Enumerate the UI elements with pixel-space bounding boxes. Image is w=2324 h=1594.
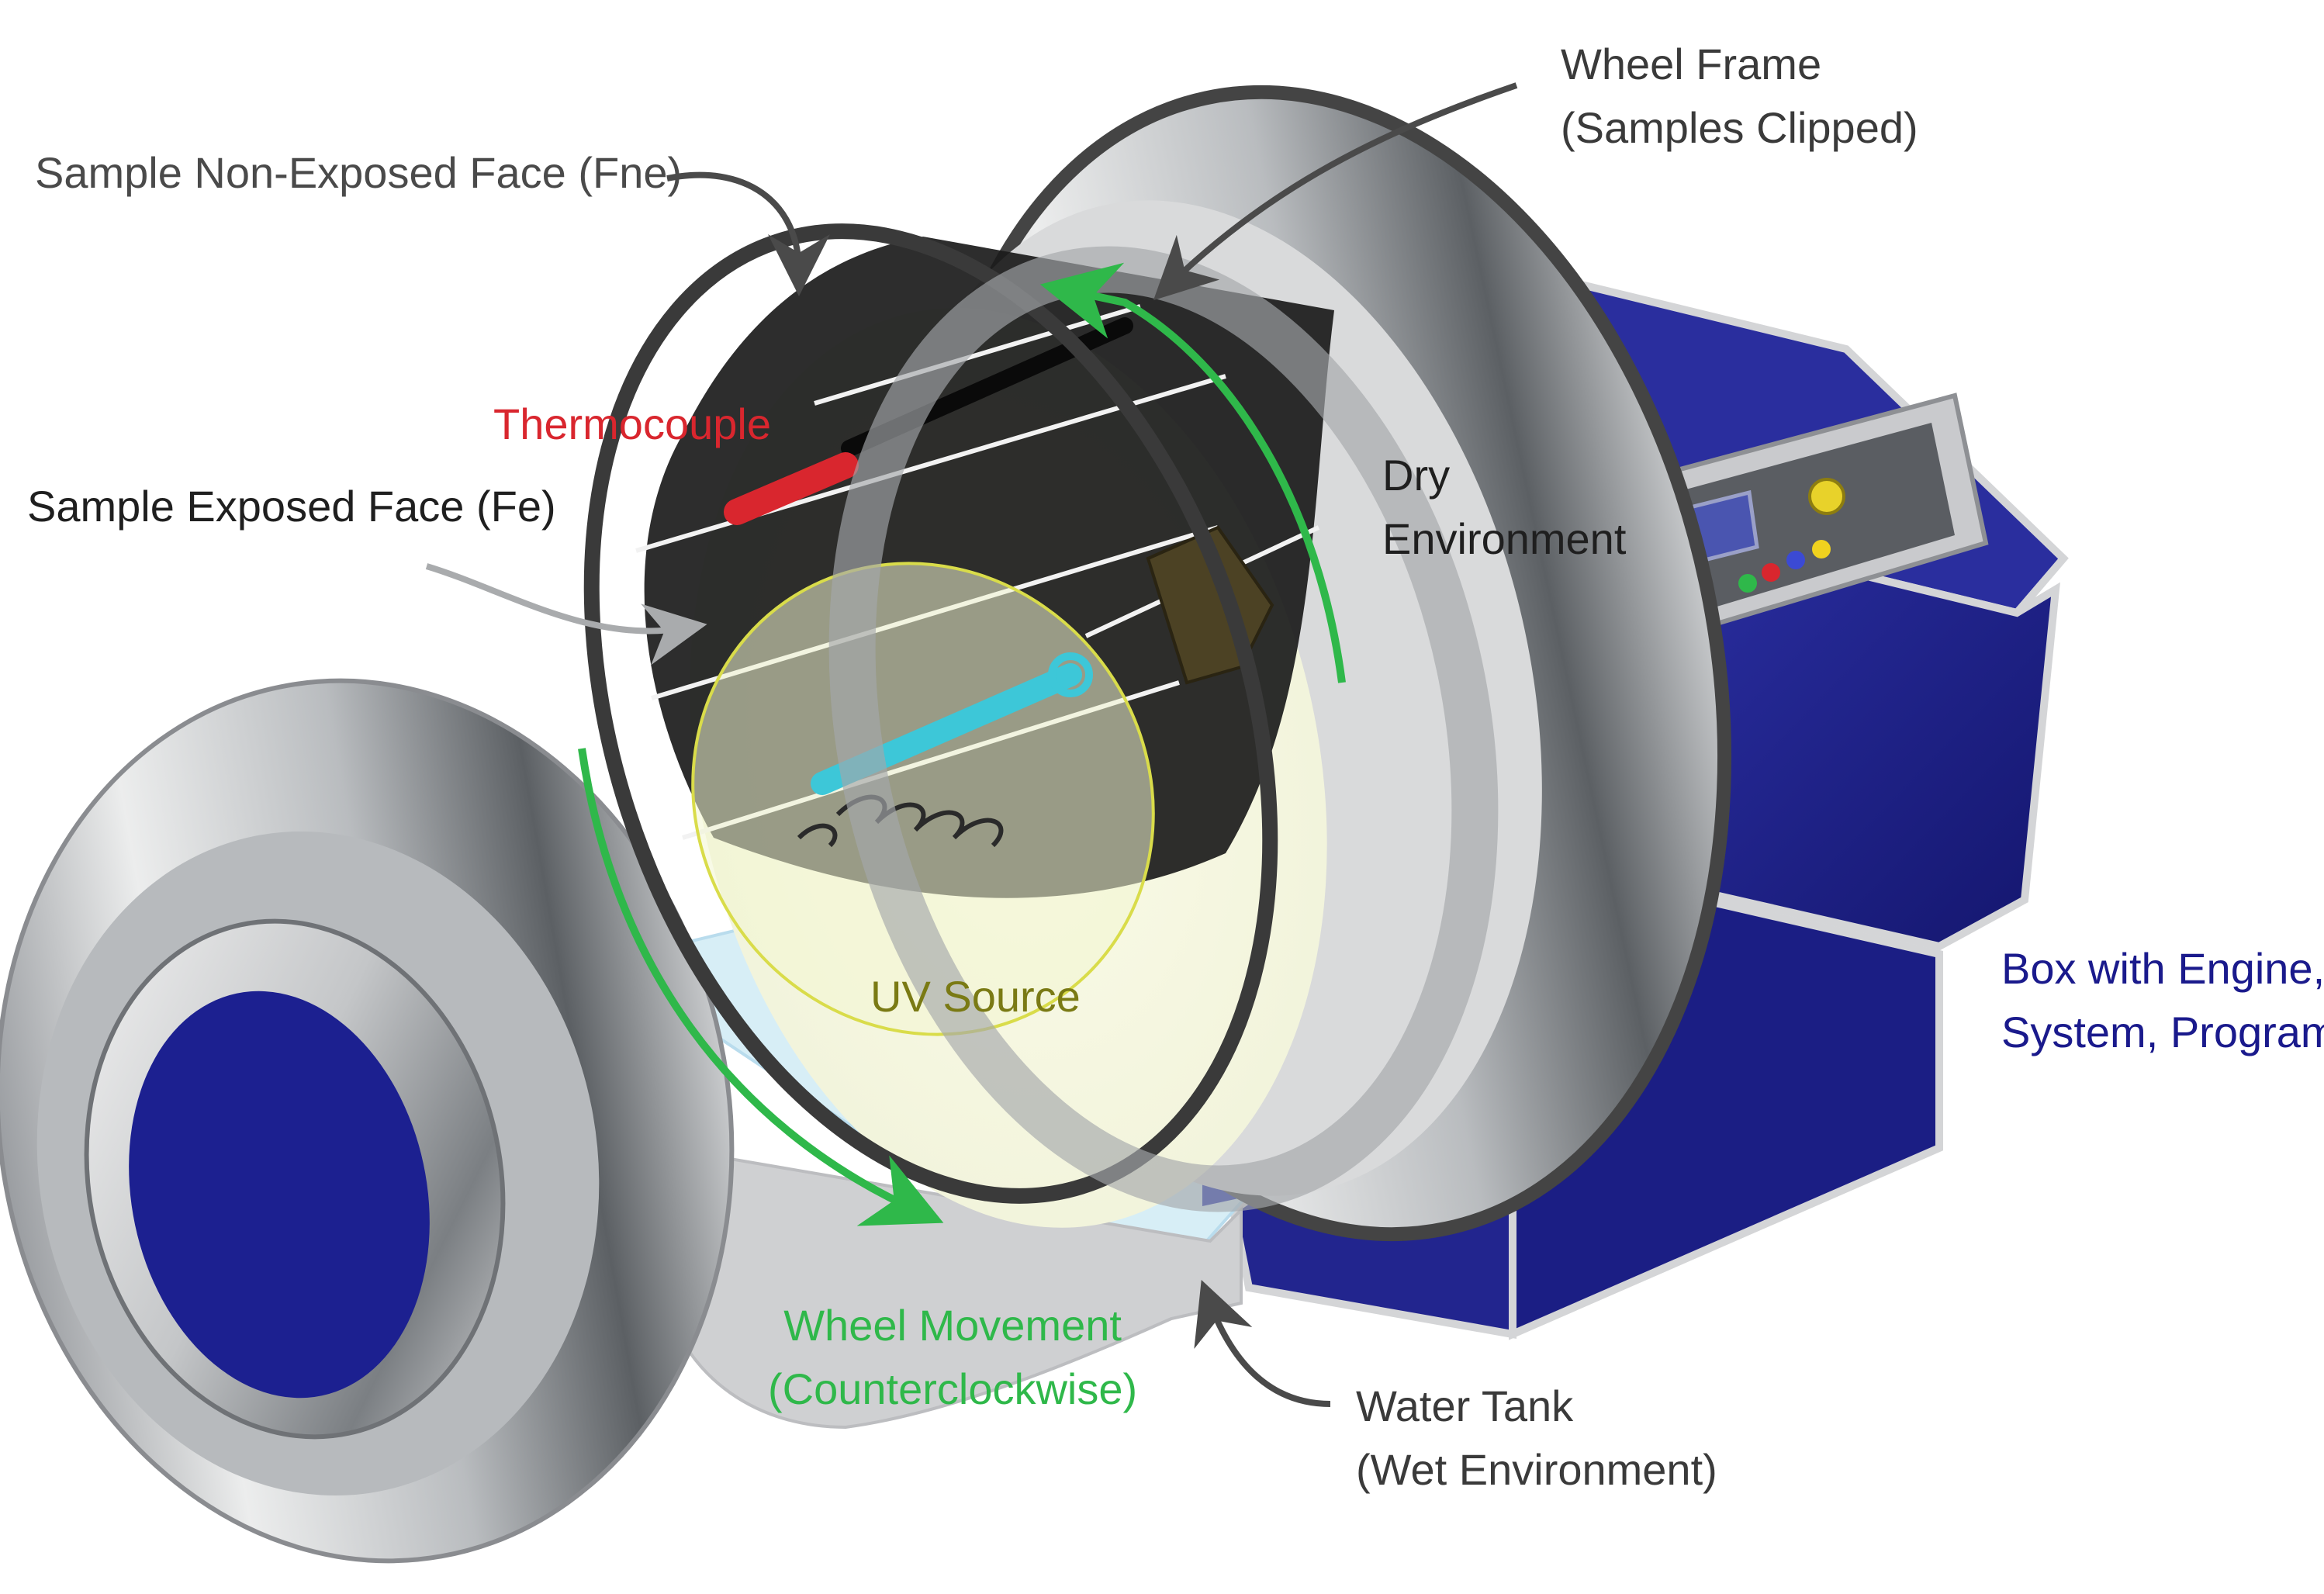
blue-button-icon xyxy=(1786,551,1805,569)
yellow-knob-icon xyxy=(1808,478,1845,515)
water-tank-label-line2: (Wet Environment) xyxy=(1356,1445,1717,1494)
sample-drum xyxy=(583,223,1499,1228)
thermocouple-label: Thermocouple xyxy=(493,399,771,448)
sample-non-exposed-face-label: Sample Non-Exposed Face (Fne) xyxy=(35,148,683,197)
sample-exposed-face-label: Sample Exposed Face (Fe) xyxy=(27,482,556,531)
wheel-frame-label-line1: Wheel Frame xyxy=(1561,40,1822,88)
end-cap-blue-opening xyxy=(129,991,430,1399)
dry-environment-label: Dry Environment xyxy=(1382,444,1626,571)
dry-environment-label-line2: Environment xyxy=(1382,514,1627,563)
exposed-face-pointer-arrow xyxy=(425,563,707,666)
wheel-movement-arrow-lower xyxy=(578,748,944,1226)
box-label: Box with Engine, System, Program xyxy=(2001,937,2324,1064)
water-tank-label-line1: Water Tank xyxy=(1356,1381,1574,1430)
red-button-icon xyxy=(1762,563,1780,582)
non-exposed-face-pointer-arrow xyxy=(666,171,830,296)
uv-source-label: UV Source xyxy=(870,972,1081,1021)
water-tank-pointer-arrow xyxy=(1194,1280,1331,1407)
wheel-frame-pointer-arrow xyxy=(1153,82,1518,301)
green-button-icon xyxy=(1738,574,1757,593)
wheel-movement-label-line2: (Counterclockwise) xyxy=(768,1364,1138,1413)
thermocouple-probe xyxy=(724,452,859,525)
wheel-frame-label-line2: (Samples Clipped) xyxy=(1561,103,1918,152)
water-tank-label: Water Tank (Wet Environment) xyxy=(1356,1374,1717,1502)
box-label-line1: Box with Engine, xyxy=(2001,944,2324,993)
wheel-movement-label-line1: Wheel Movement xyxy=(783,1301,1122,1350)
yellow-button-icon xyxy=(1812,540,1831,558)
tank-body xyxy=(666,1146,1243,1430)
box-label-line2: System, Program xyxy=(2001,1008,2324,1056)
wheel-movement-label: Wheel Movement (Counterclockwise) xyxy=(768,1294,1137,1421)
wheel-movement-arrow-upper xyxy=(1039,262,1346,683)
left-end-cap xyxy=(0,678,735,1564)
dry-environment-label-line1: Dry xyxy=(1382,451,1451,500)
wheel-frame-label: Wheel Frame (Samples Clipped) xyxy=(1561,33,1918,160)
